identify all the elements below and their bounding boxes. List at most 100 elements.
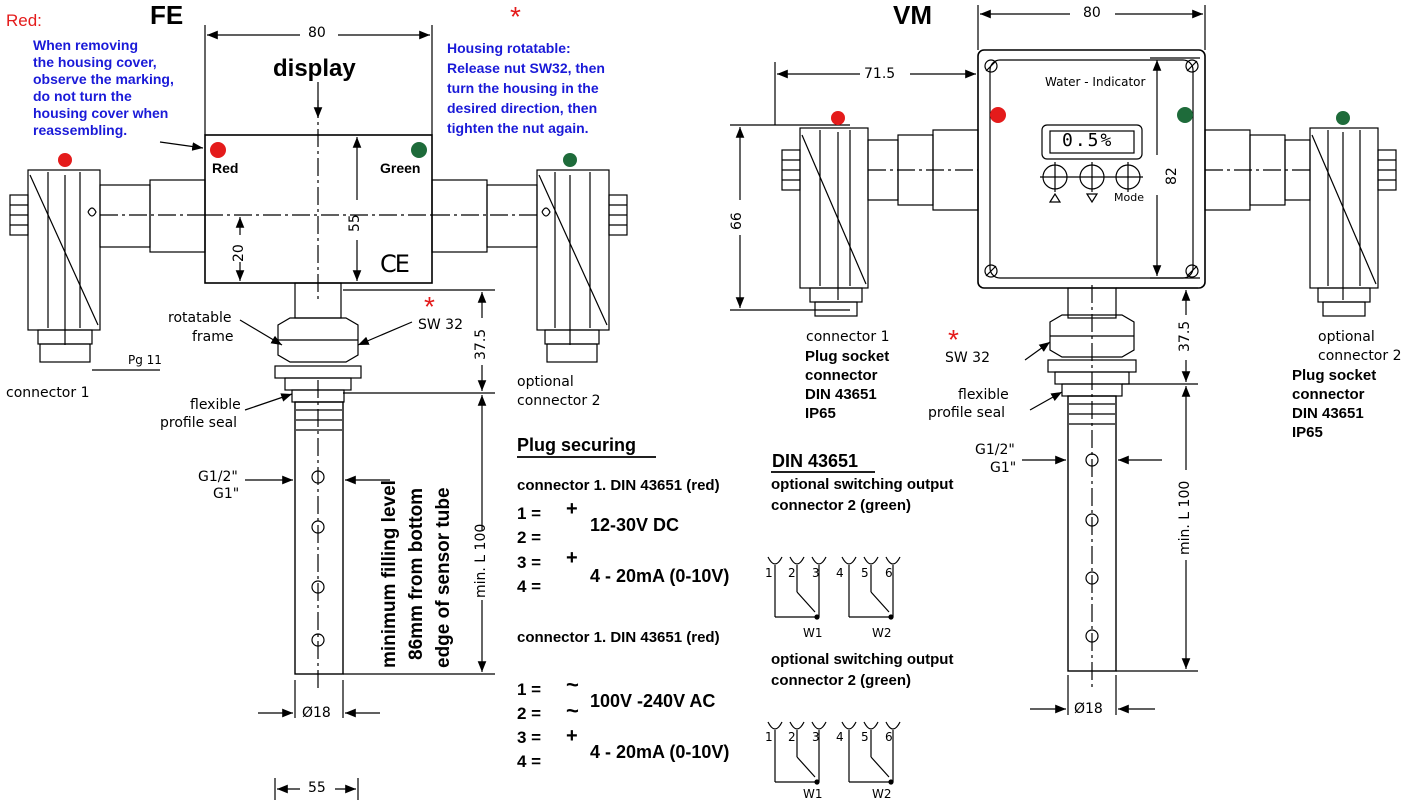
fe-min-fill-1: minimum filling level (379, 480, 400, 668)
fe-sw32: SW 32 (418, 317, 463, 333)
dc-term-4: 4 (836, 566, 844, 580)
vm-connector1: connector 1 (806, 329, 890, 345)
fe-display-label: display (273, 55, 356, 82)
vm-mode-label: Mode (1114, 191, 1144, 204)
fe-housing-note-line: Housing rotatable: (447, 40, 571, 56)
fe-thread-one: G1" (213, 486, 240, 502)
vm-title: VM (893, 0, 932, 30)
dc-w1: W1 (803, 626, 823, 640)
fe-housing-note-line: turn the housing in the (447, 80, 599, 96)
dc-pin-3: 3 = (517, 553, 542, 572)
vm-dim-66: 66 (729, 212, 745, 230)
vm-flexible-seal: flexible (958, 387, 1009, 403)
fe-dia18: Ø18 (302, 705, 331, 721)
vm-dia18: Ø18 (1074, 701, 1103, 717)
fe-red-note-line: observe the marking, (33, 71, 174, 87)
ac-pin-3: 3 = (517, 728, 542, 747)
fe-min-l100: min. L 100 (473, 523, 489, 598)
vm-thread-half: G1/2" (975, 442, 1015, 458)
fe-housing-note-line: Release nut SW32, then (447, 60, 605, 76)
vm-flexible-seal-2: profile seal (928, 405, 1006, 421)
fe-optional-connector2-2: connector 2 (517, 393, 601, 409)
vm-plug-left-2: connector (805, 367, 878, 384)
ac-pin-4: 4 = (517, 752, 542, 771)
dc-sign-plus-1: + (566, 498, 578, 520)
fe-housing-note-line: tighten the nut again. (447, 120, 589, 136)
ac-sign-plus-3: + (566, 725, 578, 747)
ac-output: 4 - 20mA (0-10V) (590, 742, 730, 762)
ac-w2: W2 (872, 787, 892, 801)
vm-plug-right-2: connector (1292, 386, 1365, 403)
vm-dim-37-5: 37.5 (1177, 320, 1193, 352)
plug-securing-title: Plug securing (517, 435, 637, 455)
dc-sign-plus-3: + (566, 547, 578, 569)
fe-optional-connector2: optional (517, 374, 574, 390)
vm-plug-left-1: Plug socket (805, 348, 890, 365)
fe-red-note-line: do not turn the (33, 88, 132, 104)
vm-dim-71-5: 71.5 (864, 66, 896, 82)
ac-term-5: 5 (861, 730, 869, 744)
fe-pg11: Pg 11 (128, 353, 162, 367)
ce-mark: CE (380, 250, 410, 278)
dc-optional-line2: connector 2 (green) (771, 497, 912, 514)
fe-min-fill-3: edge of sensor tube (433, 487, 454, 668)
fe-housing-note-line: desired direction, then (447, 100, 598, 116)
dc-term-2: 2 (788, 566, 796, 580)
dc-pin-1: 1 = (517, 504, 542, 523)
vm-plug-right-4: IP65 (1292, 424, 1323, 441)
ac-connector-line: connector 1. DIN 43651 (red) (517, 629, 720, 646)
dc-term-5: 5 (861, 566, 869, 580)
fe-dim-20: 20 (231, 244, 247, 262)
vm-min-l100: min. L 100 (1177, 480, 1193, 555)
fe-dim-55: 55 (347, 214, 363, 232)
dc-w2: W2 (872, 626, 892, 640)
fe-min-fill-2: 86mm from bottom (406, 487, 427, 660)
ac-sign-tilde-1: ~ (566, 672, 579, 697)
vm-plug-left-4: IP65 (805, 405, 836, 422)
fe-dim-80: 80 (308, 25, 326, 41)
din-header: DIN 43651 (772, 451, 859, 471)
fe-asterisk-sw: * (424, 291, 435, 322)
vm-sw32: SW 32 (945, 350, 990, 366)
fe-asterisk-top: * (510, 1, 521, 32)
fe-led-red-label: Red (212, 160, 239, 176)
dc-optional-line1: optional switching output (771, 476, 954, 493)
ac-optional-line2: connector 2 (green) (771, 672, 912, 689)
fe-red-note-line: housing cover when (33, 105, 169, 121)
ac-sign-tilde-2: ~ (566, 698, 579, 723)
fe-thread-half: G1/2" (198, 469, 238, 485)
vm-plug-right-1: Plug socket (1292, 367, 1377, 384)
vm-dim-80: 80 (1083, 5, 1101, 21)
dc-pin-2: 2 = (517, 528, 542, 547)
vm-optional-connector2-2: connector 2 (1318, 348, 1402, 364)
vm-optional-connector2: optional (1318, 329, 1375, 345)
ac-term-1: 1 (765, 730, 773, 744)
fe-rotatable-frame-2: frame (192, 329, 234, 345)
fe-red-note-line: the housing cover, (33, 54, 157, 70)
dc-connector-line: connector 1. DIN 43651 (red) (517, 477, 720, 494)
ac-term-6: 6 (885, 730, 893, 744)
fe-red-title: Red: (6, 11, 42, 30)
vm-asterisk: * (948, 324, 959, 355)
ac-term-4: 4 (836, 730, 844, 744)
ac-optional-line1: optional switching output (771, 651, 954, 668)
ac-supply: 100V -240V AC (590, 691, 716, 711)
fe-drawing (9, 25, 628, 800)
fe-red-note-line: When removing (33, 37, 139, 53)
dc-term-1: 1 (765, 566, 773, 580)
dc-term-3: 3 (812, 566, 820, 580)
dc-pin-4: 4 = (517, 577, 542, 596)
vm-plug-right-3: DIN 43651 (1292, 405, 1364, 422)
fe-red-note-line: reassembling. (33, 122, 128, 138)
dc-supply: 12-30V DC (590, 515, 680, 535)
fe-dim-37-5: 37.5 (473, 328, 489, 360)
vm-dim-82: 82 (1164, 167, 1180, 185)
vm-display-value: 0.5% (1062, 130, 1114, 151)
ac-w1: W1 (803, 787, 823, 801)
fe-title: FE (150, 0, 184, 30)
fe-connector1: connector 1 (6, 385, 90, 401)
fe-flexible-seal: flexible (190, 397, 241, 413)
vm-drawing (730, 5, 1397, 715)
ac-pin-1: 1 = (517, 680, 542, 699)
